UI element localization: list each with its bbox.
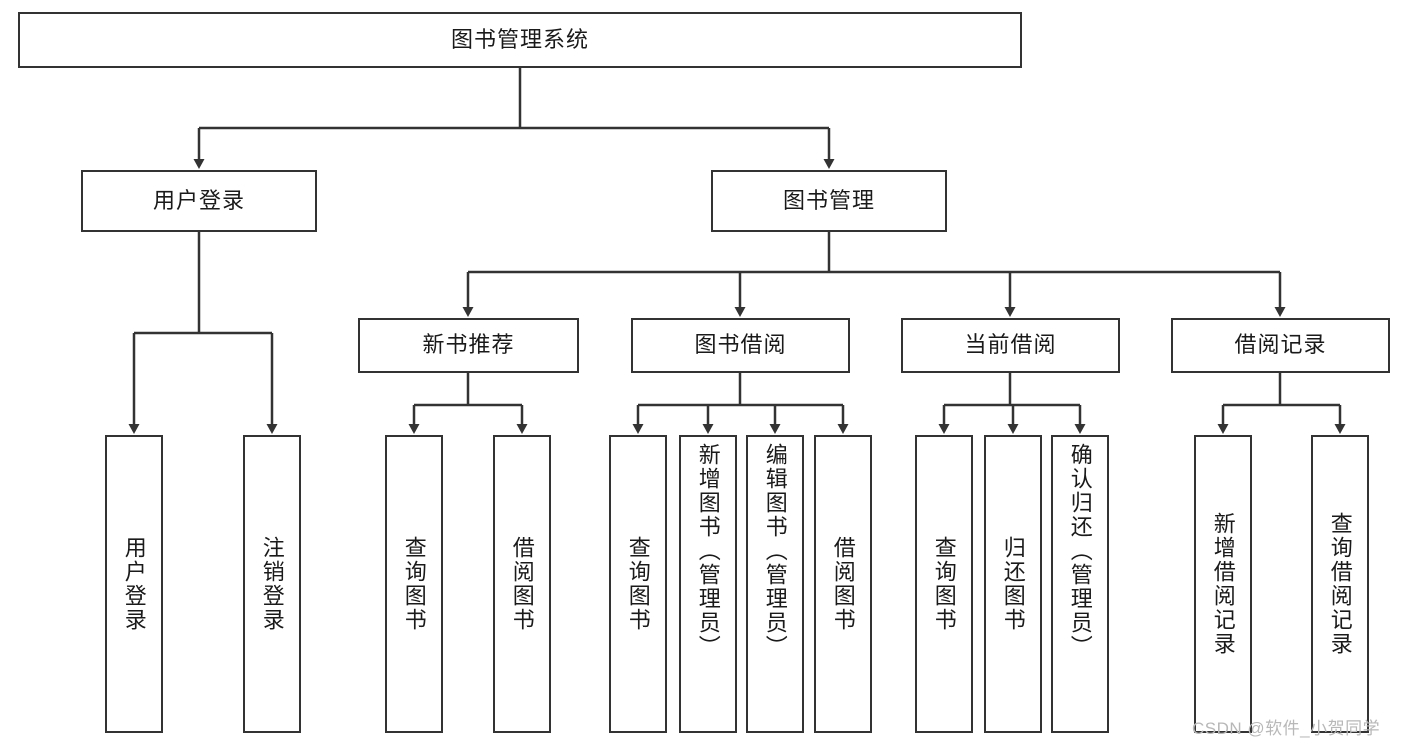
node-label: 新增图书（管理员） [695, 443, 721, 659]
node-borrow-record[interactable]: 借阅记录 [1171, 318, 1390, 373]
node-label: 借阅图书 [509, 536, 535, 632]
watermark-text: CSDN @软件_小贺同学 [1192, 719, 1381, 738]
node-root-system[interactable]: 图书管理系统 [18, 12, 1022, 68]
leaf-record-query-record[interactable]: 查询借阅记录 [1311, 435, 1369, 733]
leaf-current-confirm-return-admin[interactable]: 确认归还（管理员） [1051, 435, 1109, 733]
node-label: 用户登录 [121, 536, 147, 632]
leaf-recommend-query-book[interactable]: 查询图书 [385, 435, 443, 733]
leaf-borrow-add-book-admin[interactable]: 新增图书（管理员） [679, 435, 737, 733]
leaf-borrow-borrow-book[interactable]: 借阅图书 [814, 435, 872, 733]
node-label: 图书借阅 [694, 332, 787, 358]
node-current-borrow[interactable]: 当前借阅 [901, 318, 1120, 373]
leaf-user-login-login[interactable]: 用户登录 [105, 435, 163, 733]
node-new-book-recommend[interactable]: 新书推荐 [358, 318, 579, 373]
node-label: 查询图书 [401, 536, 427, 632]
node-label: 查询借阅记录 [1327, 512, 1353, 656]
node-label: 图书管理系统 [450, 26, 589, 52]
leaf-record-add-record[interactable]: 新增借阅记录 [1194, 435, 1252, 733]
node-label: 查询图书 [931, 536, 957, 632]
node-label: 用户登录 [152, 187, 245, 213]
leaf-current-query-book[interactable]: 查询图书 [915, 435, 973, 733]
node-label: 借阅图书 [830, 536, 856, 632]
node-label: 确认归还（管理员） [1067, 443, 1093, 659]
node-label: 图书管理 [782, 187, 875, 213]
leaf-user-login-logout[interactable]: 注销登录 [243, 435, 301, 733]
leaf-borrow-query-book[interactable]: 查询图书 [609, 435, 667, 733]
node-label: 归还图书 [1000, 536, 1026, 632]
node-user-login[interactable]: 用户登录 [81, 170, 317, 232]
leaf-recommend-borrow-book[interactable]: 借阅图书 [493, 435, 551, 733]
node-label: 借阅记录 [1234, 332, 1327, 358]
node-label: 注销登录 [259, 536, 285, 632]
node-label: 编辑图书（管理员） [762, 443, 788, 659]
node-label: 新增借阅记录 [1210, 512, 1236, 656]
node-label: 新书推荐 [422, 332, 515, 358]
node-book-borrow[interactable]: 图书借阅 [631, 318, 850, 373]
node-label: 查询图书 [625, 536, 651, 632]
leaf-current-return-book[interactable]: 归还图书 [984, 435, 1042, 733]
node-label: 当前借阅 [964, 332, 1057, 358]
node-book-management[interactable]: 图书管理 [711, 170, 947, 232]
leaf-borrow-edit-book-admin[interactable]: 编辑图书（管理员） [746, 435, 804, 733]
